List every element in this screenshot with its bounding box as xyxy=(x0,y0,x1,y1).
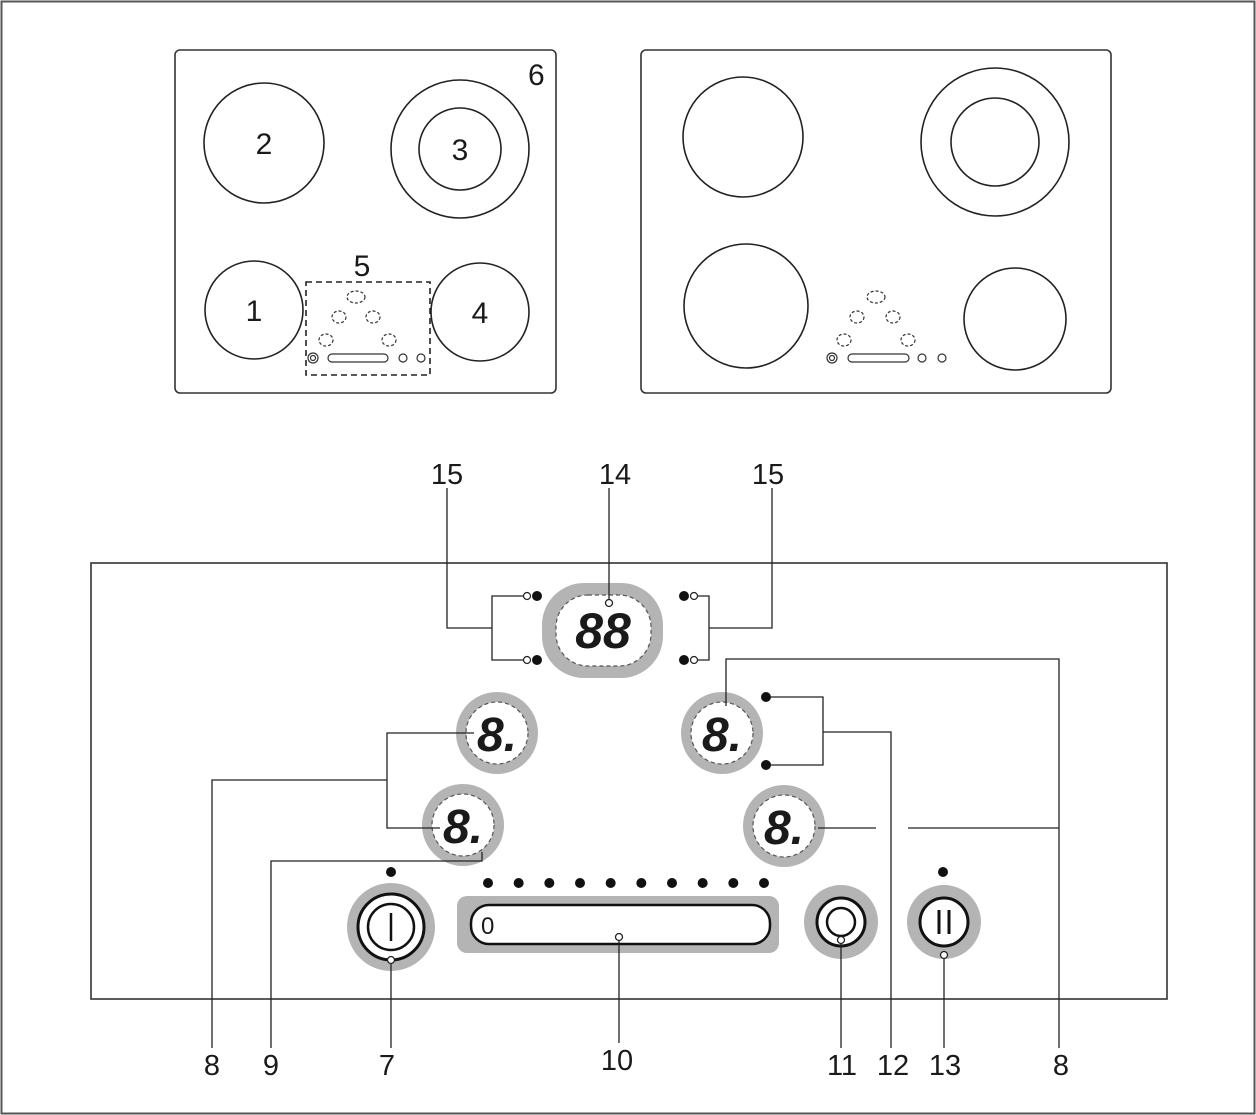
zone-1-label: 1 xyxy=(246,295,263,328)
timer-indicator-left xyxy=(522,591,542,665)
zone-back-right-outer xyxy=(920,67,1070,217)
power-icon xyxy=(366,902,416,952)
zone-display-front-left: 8. xyxy=(422,784,504,866)
timer-readout: 88 xyxy=(575,603,631,659)
svg-text:8.: 8. xyxy=(702,709,742,762)
slider-level-dot xyxy=(728,878,739,888)
slider-level-dot xyxy=(513,878,524,888)
callout-14: 14 xyxy=(599,459,631,491)
timer-indicator-right xyxy=(679,591,699,665)
callout-15-left: 15 xyxy=(431,459,463,491)
callout-9: 9 xyxy=(263,1050,279,1082)
on-off-button[interactable] xyxy=(347,883,435,971)
zone-2-label: 2 xyxy=(256,128,273,161)
zone-3-label: 3 xyxy=(452,134,469,167)
cooking-zone-3-outer xyxy=(390,79,530,219)
keep-warm-button[interactable] xyxy=(804,885,878,959)
on-off-indicator-dot xyxy=(386,867,396,877)
svg-text:8.: 8. xyxy=(443,801,483,854)
callout-7: 7 xyxy=(379,1050,395,1082)
hob-label: 6 xyxy=(528,59,545,92)
hob-outline-right xyxy=(640,49,1112,394)
svg-text:8.: 8. xyxy=(764,802,804,855)
pan-size-dot-bottom xyxy=(761,760,771,770)
zone-front-right xyxy=(963,267,1067,371)
cooking-zone-1 xyxy=(204,260,304,360)
slider-level-dot xyxy=(667,878,677,888)
pan-size-dot-top xyxy=(761,692,771,702)
hob-diagram-labelled: 6 2 3 1 4 5 xyxy=(174,49,557,394)
slider-zero-label: 0 xyxy=(481,913,494,940)
slider-level-dot xyxy=(575,878,585,888)
slider-level-dot xyxy=(697,878,708,888)
callout-13: 13 xyxy=(929,1050,961,1082)
zone-back-left xyxy=(682,76,804,198)
callout-11: 11 xyxy=(827,1050,857,1082)
zone-display-back-left: 8. xyxy=(456,692,538,774)
callout-12: 12 xyxy=(877,1050,909,1082)
slider-level-dot xyxy=(759,878,769,888)
control-panel-outline xyxy=(90,562,1168,1000)
pause-button[interactable] xyxy=(907,885,981,960)
hob-diagram-plain xyxy=(640,49,1112,394)
callout-15-right: 15 xyxy=(752,459,784,491)
slider-level-dot xyxy=(483,878,493,888)
callout-10: 10 xyxy=(601,1045,633,1077)
cooking-zone-2 xyxy=(203,82,325,204)
control-area-box xyxy=(305,281,431,376)
hob-outline xyxy=(174,49,557,394)
leader-lines xyxy=(211,488,1060,1048)
slider-level-dot xyxy=(636,878,647,888)
cooking-zone-3-inner xyxy=(418,107,502,191)
callout-8-right: 8 xyxy=(1053,1050,1069,1082)
svg-text:8.: 8. xyxy=(477,709,517,762)
mini-control-panel-right xyxy=(826,290,947,364)
zone-display-back-right: 8. xyxy=(681,692,763,774)
callout-8-left: 8 xyxy=(204,1050,220,1082)
zone-back-right-inner xyxy=(950,97,1040,187)
slider-level-dots xyxy=(483,878,769,888)
slider-level-dot xyxy=(605,878,616,888)
pause-icon xyxy=(937,910,951,934)
zone-4-label: 4 xyxy=(472,297,489,330)
mini-control-panel xyxy=(307,290,426,364)
pause-indicator-dot xyxy=(938,867,948,877)
power-slider[interactable]: 0 xyxy=(457,896,779,953)
zone-front-left xyxy=(683,243,809,369)
zone-display-front-right: 8. xyxy=(743,785,825,867)
cooking-zone-4 xyxy=(430,262,530,362)
control-area-label: 5 xyxy=(354,250,371,283)
timer-display: 88 xyxy=(542,583,663,678)
slider-level-dot xyxy=(544,878,555,888)
